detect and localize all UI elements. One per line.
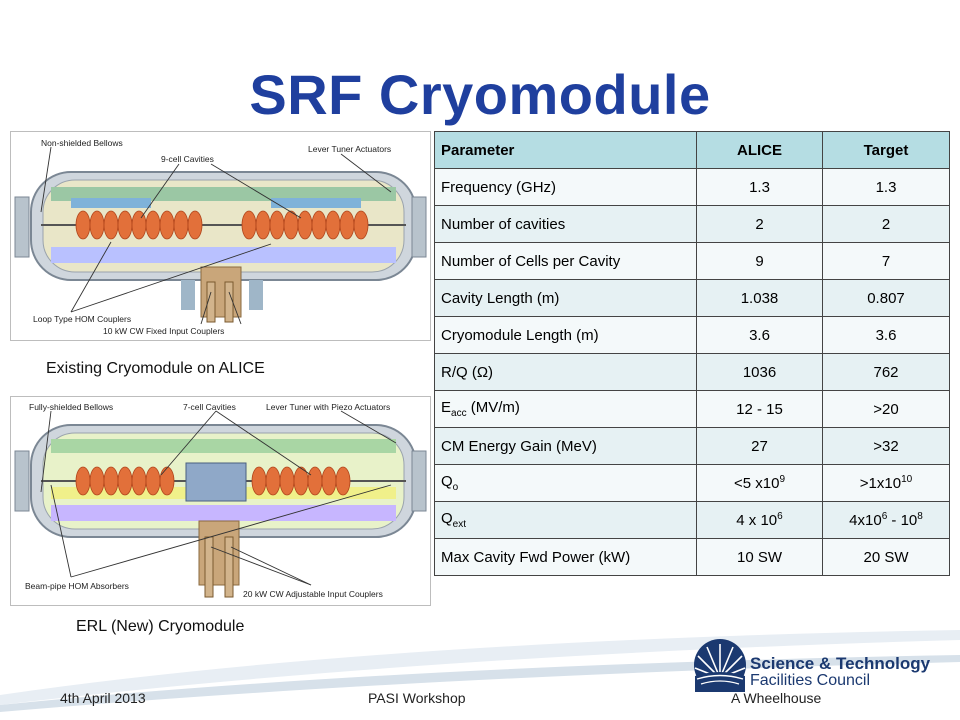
cell-target: 0.807	[822, 279, 950, 317]
label-9-cell-cavities: 9-cell Cavities	[161, 154, 214, 164]
cell-alice: 1036	[696, 353, 823, 391]
alice-diagram-caption: Existing Cryomodule on ALICE	[46, 360, 265, 377]
param-subscript: acc	[451, 408, 467, 419]
cell-param: R/Q (Ω)	[434, 353, 697, 391]
table-row: Max Cavity Fwd Power (kW) 10 SW 20 SW	[434, 538, 950, 576]
table-row: Qo <5 x109 >1x1010	[434, 464, 950, 502]
table-row: Number of Cells per Cavity 9 7	[434, 242, 950, 280]
param-symbol: Q	[441, 473, 453, 490]
target-base: 4x10	[849, 512, 882, 529]
cell-target: 20 SW	[822, 538, 950, 576]
target-exponent: 6	[881, 511, 888, 522]
cell-param: Frequency (GHz)	[434, 168, 697, 206]
footer-event: PASI Workshop	[368, 690, 466, 706]
cell-alice: 12 - 15	[696, 390, 823, 428]
alice-base: <5 x10	[733, 475, 780, 492]
cell-param: Number of Cells per Cavity	[434, 242, 697, 280]
target-exponent-2: 8	[917, 511, 923, 522]
cell-target: >32	[822, 427, 950, 465]
cell-param: Qext	[434, 501, 697, 539]
erl-cryomodule-diagram: Fully-shielded Bellows 7-cell Cavities L…	[10, 396, 431, 606]
footer-date: 4th April 2013	[60, 690, 146, 706]
cell-alice: 1.038	[696, 279, 823, 317]
label-fixed-input-couplers: 10 kW CW Fixed Input Couplers	[103, 326, 224, 336]
label-lever-tuner-piezo: Lever Tuner with Piezo Actuators	[266, 402, 390, 412]
cell-target: 7	[822, 242, 950, 280]
cell-alice: 3.6	[696, 316, 823, 354]
table-row: Cryomodule Length (m) 3.6 3.6	[434, 316, 950, 354]
alice-base: 4 x 10	[736, 512, 778, 529]
param-subscript: o	[452, 482, 459, 493]
table-row: Qext 4 x 106 4x106 - 108	[434, 501, 950, 539]
param-symbol: E	[441, 399, 452, 416]
cell-alice: 27	[696, 427, 823, 465]
cell-param: Qo	[434, 464, 697, 502]
erl-diagram-caption: ERL (New) Cryomodule	[76, 618, 245, 635]
header-alice: ALICE	[696, 131, 823, 169]
cell-target: 4x106 - 108	[822, 501, 950, 539]
table-row: Eacc (MV/m) 12 - 15 >20	[434, 390, 950, 428]
slide-title: SRF Cryomodule	[249, 63, 711, 126]
label-7-cell-cavities: 7-cell Cavities	[183, 402, 236, 412]
cell-param: Cavity Length (m)	[434, 279, 697, 317]
label-lever-tuner-actuators: Lever Tuner Actuators	[308, 144, 391, 154]
cell-param: Max Cavity Fwd Power (kW)	[434, 538, 697, 576]
table-row: CM Energy Gain (MeV) 27 >32	[434, 427, 950, 465]
param-subscript: ext	[452, 519, 467, 530]
table-row: R/Q (Ω) 1036 762	[434, 353, 950, 391]
target-base: >1x10	[859, 475, 902, 492]
cell-alice: 9	[696, 242, 823, 280]
cell-alice: 1.3	[696, 168, 823, 206]
stfc-logo: Science & Technology Facilities Council	[693, 636, 943, 692]
alice-exponent: 6	[777, 511, 783, 522]
label-fully-shielded-bellows: Fully-shielded Bellows	[29, 402, 113, 412]
param-symbol: Q	[441, 510, 453, 527]
stfc-sun-icon	[694, 639, 746, 692]
label-adjustable-input-couplers: 20 kW CW Adjustable Input Couplers	[243, 589, 383, 599]
parameter-table: Parameter ALICE Target Frequency (GHz) 1…	[434, 131, 950, 576]
cell-alice: 10 SW	[696, 538, 823, 576]
logo-line-2: Facilities Council	[750, 672, 871, 689]
cell-alice: <5 x109	[696, 464, 823, 502]
cell-param: Cryomodule Length (m)	[434, 316, 697, 354]
cell-target: 2	[822, 205, 950, 243]
label-non-shielded-bellows: Non-shielded Bellows	[41, 138, 123, 148]
cell-target: 1.3	[822, 168, 950, 206]
cell-target: >1x1010	[822, 464, 950, 502]
cell-alice: 4 x 106	[696, 501, 823, 539]
table-row: Number of cavities 2 2	[434, 205, 950, 243]
target-mid: - 10	[887, 512, 918, 529]
header-target: Target	[822, 131, 950, 169]
alice-cryomodule-diagram: Non-shielded Bellows 9-cell Cavities Lev…	[10, 131, 431, 341]
alice-exponent: 9	[779, 474, 786, 485]
param-rest: (MV/m)	[466, 399, 520, 416]
header-parameter: Parameter	[434, 131, 697, 169]
logo-line-1: Science & Technology	[750, 654, 931, 673]
label-beam-pipe-hom-absorbers: Beam-pipe HOM Absorbers	[25, 581, 129, 591]
table-row: Frequency (GHz) 1.3 1.3	[434, 168, 950, 206]
cell-param: Number of cavities	[434, 205, 697, 243]
cell-alice: 2	[696, 205, 823, 243]
label-loop-type-hom-couplers: Loop Type HOM Couplers	[33, 314, 131, 324]
target-exponent: 10	[901, 474, 913, 485]
cell-target: >20	[822, 390, 950, 428]
footer-author: A Wheelhouse	[731, 690, 822, 706]
cell-param: CM Energy Gain (MeV)	[434, 427, 697, 465]
table-header-row: Parameter ALICE Target	[434, 131, 950, 169]
cell-param: Eacc (MV/m)	[434, 390, 697, 428]
table-row: Cavity Length (m) 1.038 0.807	[434, 279, 950, 317]
cell-target: 3.6	[822, 316, 950, 354]
cell-target: 762	[822, 353, 950, 391]
